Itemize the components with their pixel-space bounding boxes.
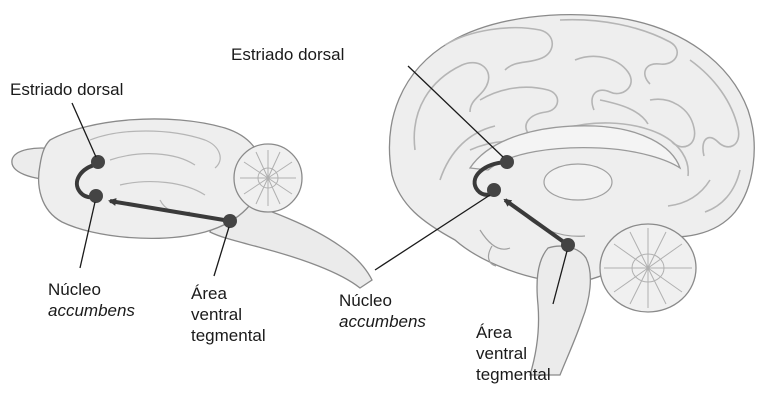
rat-vta-dot [223, 214, 237, 228]
human-cerebellum [600, 224, 696, 312]
rat-dorsal-striatum-label: Estriado dorsal [10, 79, 123, 100]
human-dorsal-striatum-text: Estriado dorsal [231, 44, 344, 65]
human-tegmental-text: tegmental [476, 364, 551, 385]
human-ventral-text: ventral [476, 343, 551, 364]
human-accumbens-text: accumbens [339, 311, 426, 332]
human-vta-dot [561, 238, 575, 252]
rat-vta-label: Área ventral tegmental [191, 283, 266, 346]
rat-accumbens-text: accumbens [48, 300, 135, 321]
rat-dorsal-striatum-text: Estriado dorsal [10, 79, 123, 100]
rat-ventral-text: ventral [191, 304, 266, 325]
human-nucleus-accumbens-label: Núcleo accumbens [339, 290, 426, 332]
human-nucleus-text: Núcleo [339, 290, 426, 311]
rat-area-text: Área [191, 283, 266, 304]
rat-brain [12, 103, 372, 288]
rat-nucleus-accumbens-dot [89, 189, 103, 203]
rat-nucleus-accumbens-label: Núcleo accumbens [48, 279, 135, 321]
rat-tegmental-text: tegmental [191, 325, 266, 346]
rat-nucleus-text: Núcleo [48, 279, 135, 300]
human-dorsal-striatum-label: Estriado dorsal [231, 44, 344, 65]
human-area-text: Área [476, 322, 551, 343]
human-brain [375, 15, 754, 375]
rat-dorsal-striatum-dot [91, 155, 105, 169]
human-vta-label: Área ventral tegmental [476, 322, 551, 385]
human-dorsal-striatum-dot [500, 155, 514, 169]
rat-cerebellum [234, 144, 302, 212]
